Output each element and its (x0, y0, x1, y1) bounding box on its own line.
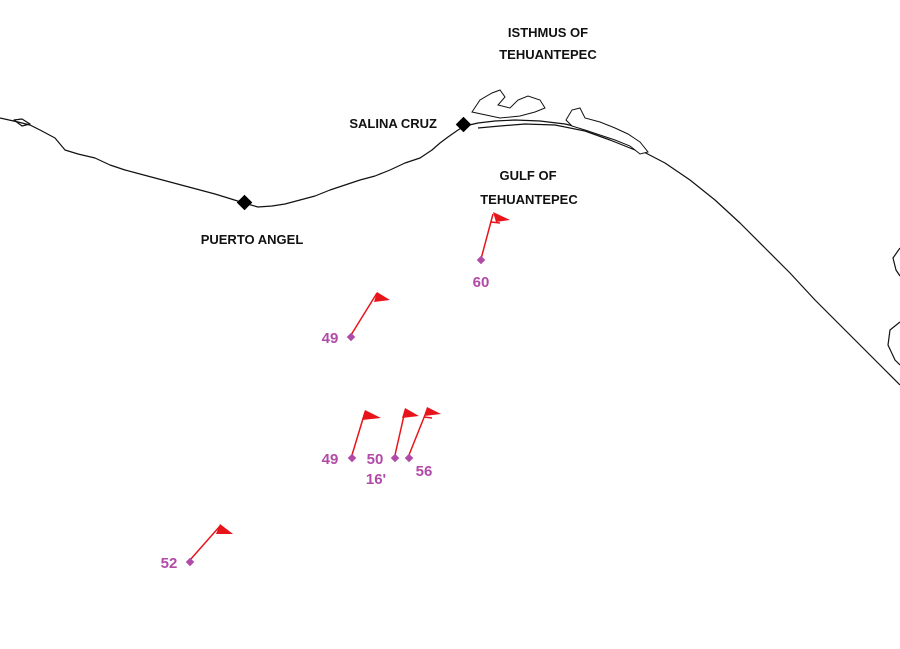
observation-station-marker (404, 453, 414, 463)
lagoon-west (471, 89, 546, 119)
wind-observation: 49 (322, 410, 381, 468)
wind-barb-flag (424, 407, 441, 416)
coastline-east-fragment (892, 247, 900, 277)
wind-speed-label: 56 (416, 463, 433, 480)
puerto-angel-label: PUERTO ANGEL (201, 232, 304, 247)
coastline-east-lower (887, 321, 900, 366)
gulf-label-line2: TEHUANTEPEC (480, 192, 578, 207)
wind-barb-flag (374, 292, 390, 302)
wind-barb-staff (189, 525, 221, 561)
wind-speed-label: 52 (161, 555, 178, 572)
wind-barb-feather (423, 416, 433, 419)
wind-observation: 56 (404, 407, 441, 480)
wind-barb-flag (402, 408, 419, 418)
wind-barb-flag (216, 524, 233, 534)
wind-barb-flag (362, 410, 381, 420)
isthmus-label-line1: ISTHMUS OF (508, 25, 588, 40)
wind-barb-feather (490, 221, 501, 224)
wind-observation: 49 (322, 292, 390, 347)
wind-speed-label: 60 (473, 274, 490, 291)
sandbar-line (477, 123, 636, 151)
coastline (0, 117, 900, 386)
wind-observation: 60 (473, 212, 510, 291)
wind-barb-staff (394, 410, 406, 456)
lagoon-small (13, 118, 31, 127)
wind-speed-label: 49 (322, 330, 339, 347)
lagoon-east (565, 107, 649, 155)
wind-barb-flag (493, 212, 510, 222)
observation-station-marker (185, 557, 195, 567)
wind-observation: 52 (161, 524, 233, 572)
sea-height-label: 16' (366, 471, 386, 488)
puerto-angel-marker (236, 194, 253, 211)
observation-station-marker (390, 453, 400, 463)
gulf-label-line1: GULF OF (499, 168, 556, 183)
wind-speed-label: 49 (322, 451, 339, 468)
wind-speed-label: 50 (367, 451, 384, 468)
isthmus-label-line2: TEHUANTEPEC (499, 47, 597, 62)
wind-observation: 50 16' (366, 408, 419, 488)
wind-barb-staff (350, 292, 378, 336)
wind-barb-staff (480, 213, 494, 260)
observation-station-marker (346, 332, 356, 342)
salina-cruz-label: SALINA CRUZ (349, 116, 437, 131)
observation-station-marker (347, 453, 357, 463)
observation-station-marker (476, 255, 486, 265)
